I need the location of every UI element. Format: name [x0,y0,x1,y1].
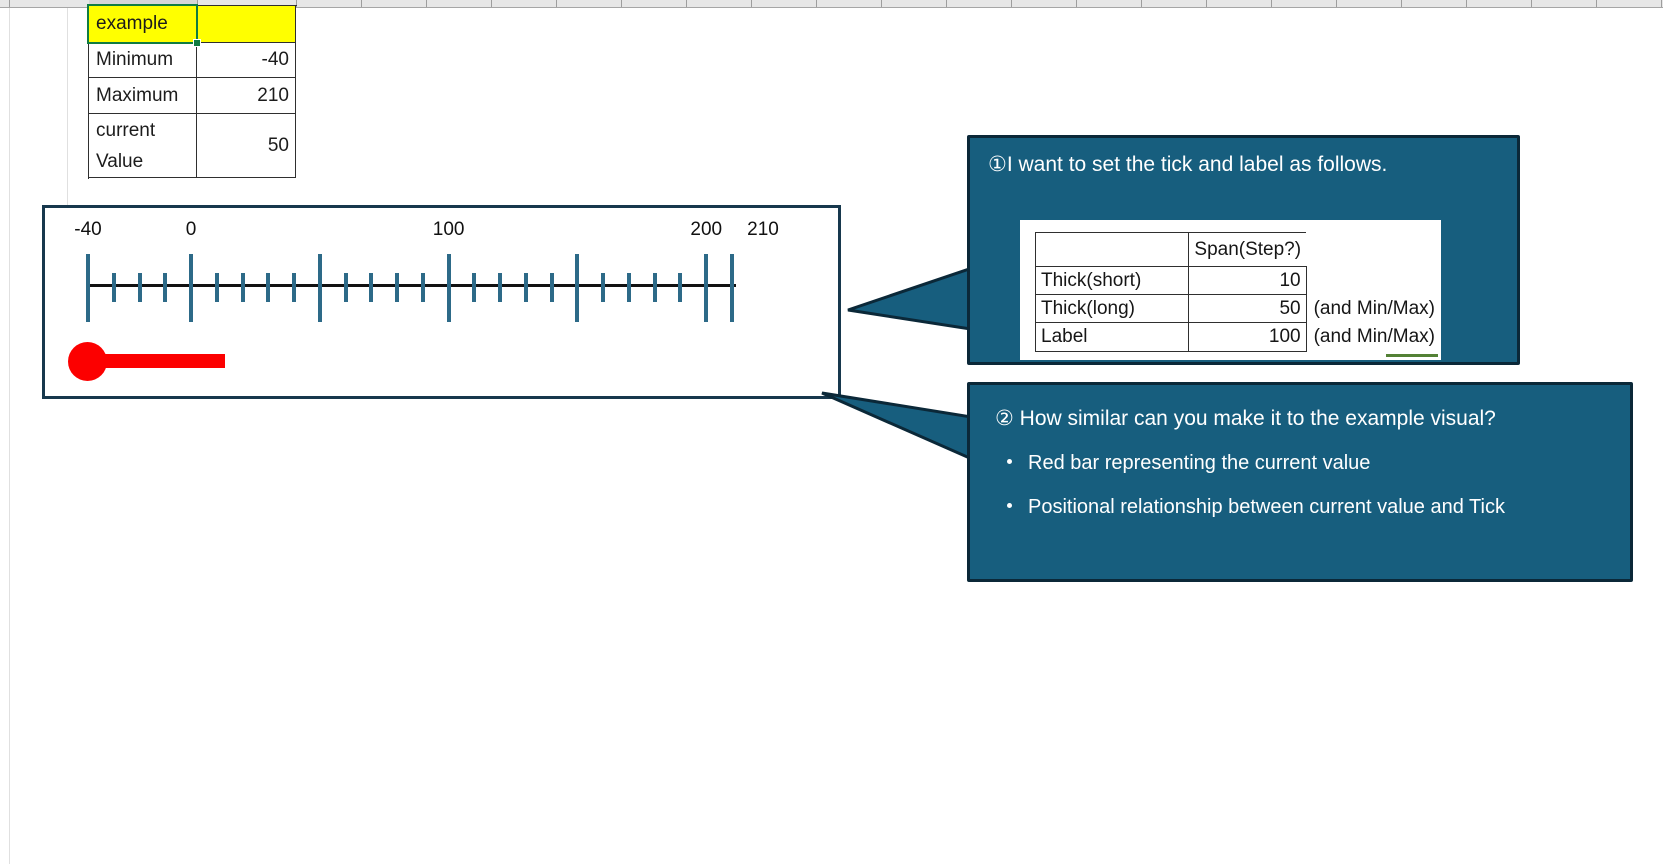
spec-row-note-0 [1306,267,1440,295]
bullet-red-bar-text: Red bar representing the current value [1028,452,1371,474]
bullet-dot-icon [1007,459,1012,465]
ruler-label--40: -40 [74,219,102,240]
short-tick-170 [626,273,631,302]
column-separator [1401,0,1402,7]
callout-similarity-question[interactable]: ② How similar can you make it to the exa… [967,382,1633,582]
short-tick-130 [523,273,528,302]
long-tick--40 [86,254,90,322]
spec-row-value-1: 50 [1188,294,1307,323]
cell-example-value[interactable] [197,6,296,43]
column-separator [1141,0,1142,7]
column-separator [621,0,622,7]
short-tick-70 [369,273,374,302]
cell-current-value-label[interactable]: current Value [89,114,197,178]
column-separator [1531,0,1532,7]
short-tick-180 [652,273,657,302]
bullet-dot-icon [1007,503,1012,509]
cell-minimum-label[interactable]: Minimum [89,43,197,78]
spec-row-note-2: (and Min/Max) [1313,326,1435,347]
short-tick-140 [549,273,554,302]
spec-row-label-1: Thick(long) [1034,294,1190,323]
spec-row-note-1: (and Min/Max) [1313,297,1435,319]
short-tick-30 [266,273,271,302]
spec-header-span: Span(Step?) [1188,232,1307,267]
current-value-red-bar [95,354,225,368]
column-separator [1336,0,1337,7]
long-tick-100 [446,254,451,322]
column-separator [1271,0,1272,7]
short-tick-20 [240,273,245,302]
column-separator [751,0,752,7]
callout2-pointer [821,391,992,470]
spec-row-value-0: 10 [1188,266,1307,295]
long-tick-200 [704,254,709,322]
selection-underline [1386,354,1438,357]
short-tick-40 [292,273,297,302]
short-tick-120 [498,273,503,302]
long-tick-0 [189,254,194,322]
short-tick-10 [214,273,219,302]
spec-row-value-2: 100 [1188,322,1307,352]
column-separator [491,0,492,7]
gridline-column-a [9,0,10,864]
callout2-title: ② How similar can you make it to the exa… [995,407,1496,430]
column-separator [1596,0,1597,7]
bullet-positional: Positional relationship between current … [1000,494,1505,520]
ruler-label-100: 100 [432,219,465,240]
ruler-label-0: 0 [185,219,197,240]
column-separator [1206,0,1207,7]
column-separator [1661,0,1662,7]
cell-maximum-label[interactable]: Maximum [89,78,197,114]
column-separator [9,0,10,7]
column-separator [426,0,427,7]
column-separator [1466,0,1467,7]
short-tick-160 [601,273,606,302]
long-tick-210 [730,254,734,322]
ruler-label-200: 200 [690,219,723,240]
column-separator [946,0,947,7]
cell-minimum-value[interactable]: -40 [197,43,296,78]
callout1-title: ①I want to set the tick and label as fol… [988,153,1388,176]
spec-header-empty [1034,232,1190,267]
long-tick-50 [317,254,322,322]
bullet-positional-text: Positional relationship between current … [1028,496,1505,518]
bullet-red-bar: Red bar representing the current value [1000,450,1370,476]
column-separator [816,0,817,7]
spec-row-label-0: Thick(short) [1034,266,1190,295]
column-separator [1011,0,1012,7]
column-separator [197,0,198,7]
column-separator [361,0,362,7]
spec-header-note [1306,233,1440,267]
cell-current-value[interactable]: 50 [197,114,296,178]
short-tick-60 [343,273,348,302]
active-cell-selection-border [87,4,198,44]
column-separator [686,0,687,7]
ruler-label-210: 210 [747,219,779,240]
column-separator [296,0,297,7]
column-separator [881,0,882,7]
short-tick-80 [395,273,400,302]
column-separator [1076,0,1077,7]
ruler-axis-line [86,284,736,287]
spec-row-label-2: Label [1034,322,1190,352]
short-tick-110 [472,273,477,302]
short-tick--30 [111,273,116,302]
column-separator [556,0,557,7]
long-tick-150 [575,254,580,322]
gridline-column-b [67,0,68,205]
short-tick--20 [137,273,142,302]
short-tick--10 [163,273,168,302]
callout-tick-label-spec[interactable]: ①I want to set the tick and label as fol… [967,135,1520,365]
cell-maximum-value[interactable]: 210 [197,78,296,114]
short-tick-190 [678,273,683,302]
short-tick-90 [420,273,425,302]
fill-handle[interactable] [193,39,201,47]
